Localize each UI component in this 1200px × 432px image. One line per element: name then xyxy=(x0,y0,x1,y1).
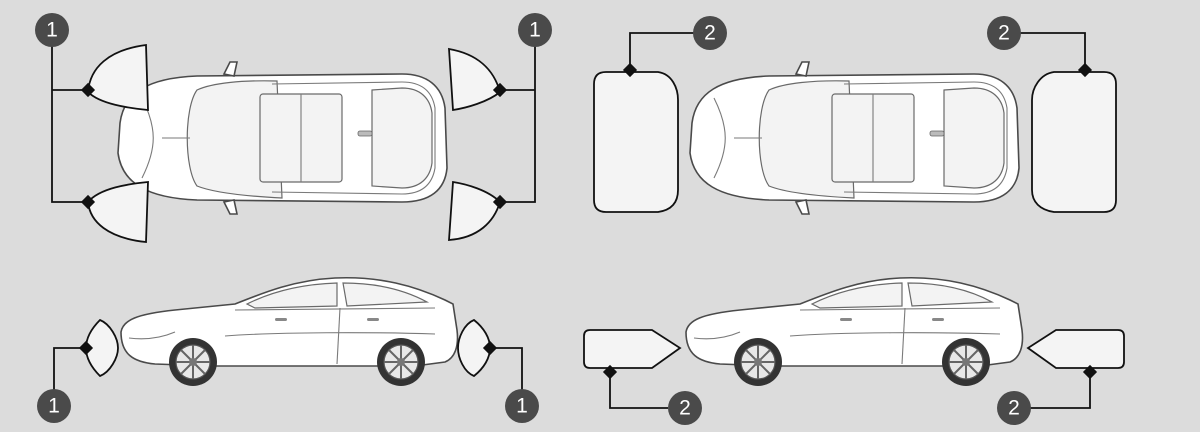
zone-side-front xyxy=(85,318,119,378)
zone-side-rear-center xyxy=(1026,329,1125,369)
callout-badge-2: 2 xyxy=(668,391,702,425)
svg-text:2: 2 xyxy=(704,22,716,45)
callout-badge-2: 2 xyxy=(997,391,1031,425)
callout-badge-1: 1 xyxy=(37,389,71,423)
callout-badge-1: 1 xyxy=(35,13,69,47)
car-side-view-left xyxy=(120,276,459,387)
pointer-dot xyxy=(1082,364,1098,380)
zone-front-center xyxy=(593,71,679,213)
car-top-view-right xyxy=(689,61,1020,215)
callout-badge-2: 2 xyxy=(987,16,1021,50)
svg-text:1: 1 xyxy=(46,19,58,42)
svg-text:1: 1 xyxy=(529,19,541,42)
top-view-corner-sensors: 1 1 xyxy=(35,13,552,243)
zone-side-front-center xyxy=(583,329,682,369)
car-top-view-left xyxy=(117,61,448,215)
pointer-dot xyxy=(482,340,498,356)
svg-text:1: 1 xyxy=(48,395,60,418)
svg-text:1: 1 xyxy=(516,395,528,418)
zone-side-rear xyxy=(457,318,491,378)
pointer-dot xyxy=(78,340,94,356)
pointer-dot xyxy=(622,62,638,78)
pointer-dot xyxy=(492,82,508,98)
car-side-view-right xyxy=(685,276,1024,387)
callout-badge-2: 2 xyxy=(693,16,727,50)
top-view-center-sensors: 2 2 xyxy=(593,16,1117,215)
pointer-dot xyxy=(492,194,508,210)
svg-text:2: 2 xyxy=(1008,397,1020,420)
zone-rear-left xyxy=(448,47,502,112)
pointer-dot xyxy=(1077,62,1093,78)
callout-badge-1: 1 xyxy=(505,389,539,423)
svg-text:2: 2 xyxy=(998,22,1010,45)
pointer-dot xyxy=(602,364,618,380)
zone-front-left xyxy=(87,43,149,111)
side-view-corner-sensors: 1 1 xyxy=(37,276,539,423)
svg-text:2: 2 xyxy=(679,397,691,420)
callout-badge-1: 1 xyxy=(518,13,552,47)
zone-rear-right xyxy=(448,180,502,241)
zone-front-right xyxy=(87,181,149,243)
zone-rear-center xyxy=(1031,71,1117,213)
side-view-center-sensors: 2 2 xyxy=(583,276,1125,425)
